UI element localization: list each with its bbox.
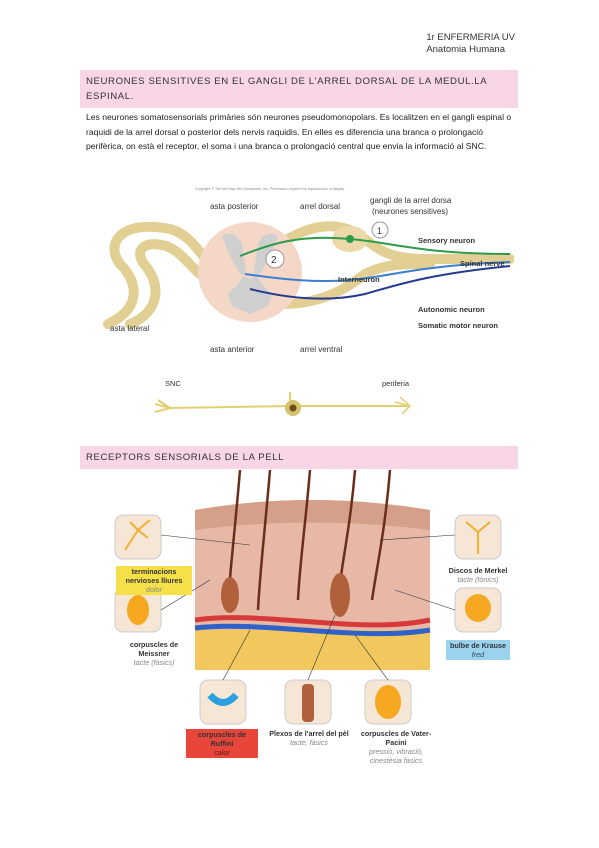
label-gangli-sub: (neurones sensitives) [372, 207, 448, 216]
label-arrel-ventral: arrel ventral [300, 345, 342, 354]
receptor-label-pacini: corpuscles de Vater-Pacini pressió, vibr… [360, 729, 432, 765]
figure-copyright: Copyright © The McGraw-Hill Companies, I… [195, 187, 345, 191]
receptor-label-merkel: Discos de Merkel tacte (tònics) [448, 566, 508, 584]
somatic-motor-neuron-path [249, 265, 511, 300]
label-sensory-neuron: Sensory neuron [418, 236, 476, 245]
label-autonomic-neuron: Autonomic neuron [418, 305, 485, 314]
label-periferia: periferia [382, 379, 410, 388]
label-asta-anterior: asta anterior [210, 345, 255, 354]
subject-name: Anatomia Humana [426, 44, 505, 55]
label-asta-lateral: asta lateral [110, 324, 149, 333]
spinal-cord-body [198, 222, 302, 322]
label-gangli: gangli de la arrel dorsa [370, 196, 452, 205]
marker-1: 1 [377, 226, 382, 236]
receptor-label-hair-plexus: Plexos de l'arrel del pèl tacte, fàsics [269, 729, 349, 747]
label-arrel-dorsal: arrel dorsal [300, 202, 340, 211]
label-spinal-nerve: Spinal nerve [460, 259, 505, 268]
pseudounipolar-neuron-figure: SNC periferia [150, 372, 420, 422]
section-title-receptors: RECEPTORS SENSORIALS DE LA PELL [80, 446, 518, 469]
receptor-label-free-nerve-endings: terminacions nervioses lliures dolor [116, 566, 192, 595]
label-somatic-motor-neuron: Somatic motor neuron [418, 321, 498, 330]
skin-receptors-figure [110, 469, 514, 770]
receptor-label-krause: bulbe de Krause fred [446, 640, 510, 660]
marker-2: 2 [271, 255, 277, 266]
label-interneuron: Interneuron [338, 275, 380, 284]
label-snc: SNC [165, 379, 181, 388]
spinal-cord-figure: Copyright © The McGraw-Hill Companies, I… [100, 184, 515, 360]
receptor-label-ruffini: corpuscles de Ruffini calor [186, 729, 258, 758]
autonomic-neuron-path [244, 261, 511, 283]
receptor-label-meissner: corpuscles de Meissner tacte (fàsics) [129, 640, 179, 667]
intro-paragraph: Les neurones somatosensorials primàries … [86, 112, 512, 151]
course-header: 1r ENFERMERIA UV Anatomia Humana [426, 32, 515, 56]
thumb-free-nerve-endings [114, 514, 162, 560]
course-name: 1r ENFERMERIA UV [426, 32, 515, 43]
section-title-neurones: NEURONES SENSITIVES EN EL GANGLI DE L'AR… [80, 70, 518, 108]
label-asta-posterior: asta posterior [210, 202, 259, 211]
